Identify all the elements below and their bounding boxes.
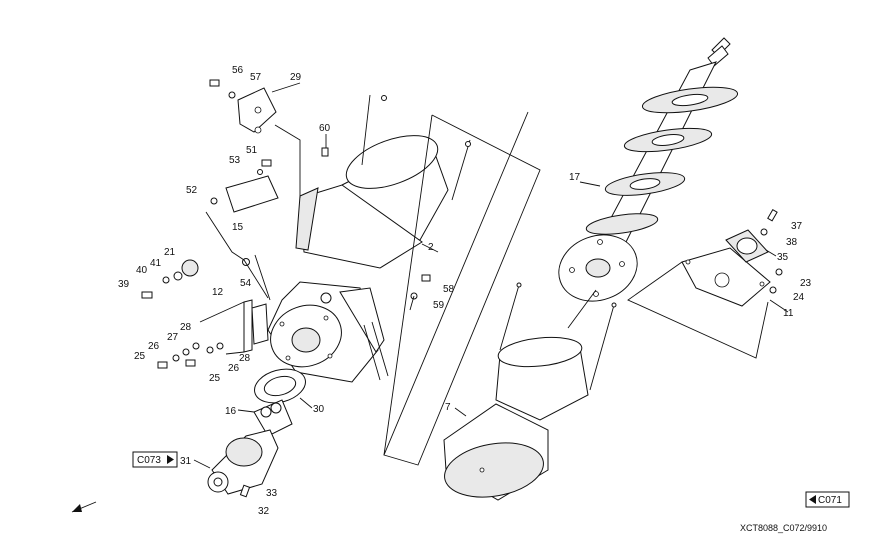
callout-54: 54 — [240, 278, 252, 289]
drive-housing — [267, 281, 389, 383]
callout-26-left: 26 — [148, 341, 160, 352]
callout-59: 59 — [433, 300, 445, 311]
ref-c073-label: C073 — [137, 455, 161, 466]
callout-12: 12 — [212, 287, 224, 298]
auger-end-plate — [558, 234, 638, 302]
upper-bracket — [209, 79, 277, 134]
callout-28-lower: 28 — [239, 353, 251, 364]
ref-box-c073[interactable]: C073 — [132, 451, 178, 468]
drawing-id: XCT8088_C072/9910 — [740, 523, 827, 533]
callout-41: 41 — [150, 258, 162, 269]
side-bracket — [243, 299, 269, 353]
bearing-plate — [681, 208, 783, 307]
callout-24: 24 — [793, 292, 805, 303]
auger-shaft-assembly — [585, 37, 739, 259]
callout-51: 51 — [246, 145, 258, 156]
callout-60: 60 — [319, 123, 331, 134]
callout-40: 40 — [136, 265, 148, 276]
callout-11: 11 — [783, 308, 794, 319]
gasket — [254, 368, 306, 404]
callout-25-left: 25 — [134, 351, 146, 362]
sprocket-group — [141, 258, 250, 299]
callout-25-right: 25 — [209, 373, 221, 384]
callout-32: 32 — [258, 506, 270, 517]
lower-auger-tube — [443, 282, 617, 501]
callout-16: 16 — [225, 406, 237, 417]
callout-2: 2 — [428, 242, 434, 253]
callout-35: 35 — [777, 252, 789, 263]
fastener-group — [157, 147, 431, 369]
cover-plate — [210, 159, 279, 213]
callout-21: 21 — [164, 247, 176, 258]
callout-labels: 56 57 29 60 51 53 52 15 2 21 40 41 39 54… — [118, 65, 812, 517]
callout-53: 53 — [229, 155, 241, 166]
arrow-left-icon — [809, 495, 816, 504]
callout-37: 37 — [791, 221, 803, 232]
callout-33: 33 — [266, 488, 278, 499]
callout-57: 57 — [250, 72, 262, 83]
callout-23: 23 — [800, 278, 812, 289]
callout-26-right: 26 — [228, 363, 240, 374]
callout-28-upper: 28 — [180, 322, 192, 333]
leader-lines — [71, 111, 769, 513]
callout-17: 17 — [569, 172, 581, 183]
callout-38: 38 — [786, 237, 798, 248]
callout-52: 52 — [186, 185, 198, 196]
callout-56: 56 — [232, 65, 244, 76]
callout-29: 29 — [290, 72, 302, 83]
ref-c071-label: C071 — [818, 495, 842, 506]
callout-30: 30 — [313, 404, 325, 415]
callout-58: 58 — [443, 284, 455, 295]
callout-7: 7 — [445, 402, 451, 413]
callout-39: 39 — [118, 279, 130, 290]
ref-box-c071[interactable]: C071 — [805, 491, 850, 508]
arrow-right-icon — [167, 455, 174, 464]
callout-31: 31 — [180, 456, 192, 467]
callout-27: 27 — [167, 332, 179, 343]
callout-15: 15 — [232, 222, 244, 233]
gearbox — [207, 399, 293, 498]
upper-auger-tube — [295, 94, 471, 269]
callout-ticks — [193, 82, 789, 469]
